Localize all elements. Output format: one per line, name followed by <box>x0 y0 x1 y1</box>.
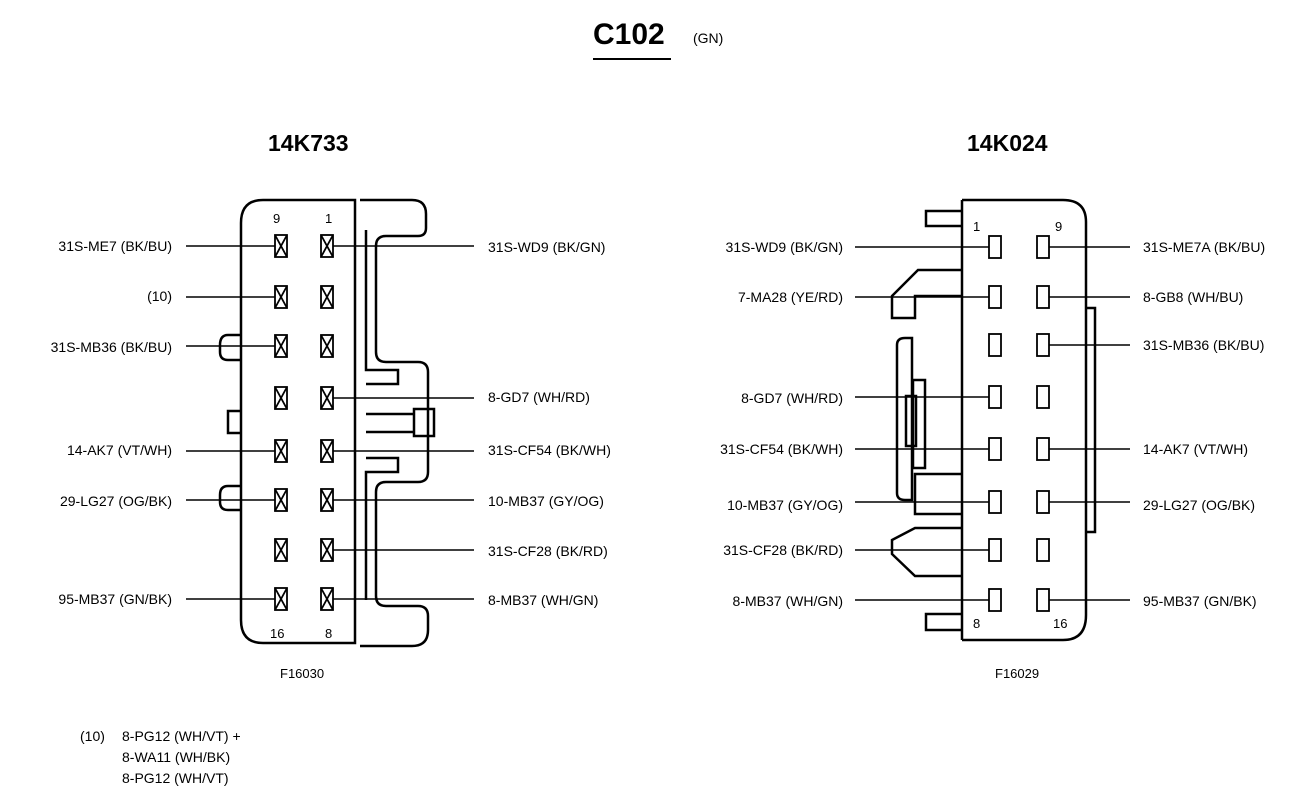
wire-label: 31S-CF54 (BK/WH) <box>720 441 843 457</box>
right-terminal <box>1036 235 1050 259</box>
wire-label: 31S-CF28 (BK/RD) <box>723 542 843 558</box>
wire-label: 31S-WD9 (BK/GN) <box>725 239 843 255</box>
left-terminal <box>274 439 288 463</box>
wire-label: 95-MB37 (GN/BK) <box>1143 593 1257 609</box>
footnote-line: 8-PG12 (WH/VT) + <box>122 728 241 744</box>
wire-label: 8-GB8 (WH/BU) <box>1143 289 1244 305</box>
right-terminal <box>988 588 1002 612</box>
wire-label: 95-MB37 (GN/BK) <box>58 591 172 607</box>
left-connector-latch <box>360 198 430 648</box>
wire-label: 7-MA28 (YE/RD) <box>737 289 843 305</box>
footnote-line: 8-PG12 (WH/VT) <box>122 770 229 786</box>
left-terminal <box>320 587 334 611</box>
wire-label: 10-MB37 (GY/OG) <box>488 493 604 509</box>
left-connector-inner-rib <box>364 230 400 600</box>
left-terminal <box>320 439 334 463</box>
wire-label: 14-AK7 (VT/WH) <box>1143 441 1249 457</box>
left-connector-key <box>412 407 436 438</box>
right-terminal <box>1036 437 1050 461</box>
title-underline <box>593 58 671 60</box>
right-terminal <box>988 538 1002 562</box>
right-pin-number-9: 9 <box>1055 219 1063 234</box>
left-terminal <box>274 285 288 309</box>
left-connector-housing <box>239 198 357 645</box>
right-connector-name: 14K024 <box>967 130 1048 156</box>
wire-label: 8-GD7 (WH/RD) <box>488 389 590 405</box>
right-terminal <box>988 333 1002 357</box>
right-connector-housing <box>962 198 1088 642</box>
left-terminal <box>320 285 334 309</box>
right-terminal <box>1036 385 1050 409</box>
footnote-key: (10) <box>80 728 105 744</box>
left-terminal <box>274 587 288 611</box>
left-terminal <box>320 538 334 562</box>
left-pin-number-8: 8 <box>325 626 333 641</box>
left-pin-number-16: 16 <box>270 626 285 641</box>
wire-label: 31S-WD9 (BK/GN) <box>488 239 606 255</box>
wire-label: 8-GD7 (WH/RD) <box>741 390 843 406</box>
right-pin-number-8: 8 <box>973 616 981 631</box>
right-side-rail <box>1086 306 1097 534</box>
wire-label: 31S-ME7 (BK/BU) <box>58 238 172 254</box>
left-terminal <box>274 334 288 358</box>
right-connector-key <box>904 394 918 448</box>
left-terminal <box>320 334 334 358</box>
wire-label: 10-MB37 (GY/OG) <box>727 497 843 513</box>
connector-color-code: (GN) <box>693 30 724 46</box>
wire-label: 31S-MB36 (BK/BU) <box>50 339 172 355</box>
left-figure-number: F16030 <box>280 666 325 681</box>
left-side-bump-2 <box>226 409 241 435</box>
right-terminal <box>1036 285 1050 309</box>
right-terminal <box>1036 588 1050 612</box>
right-terminal <box>1036 333 1050 357</box>
wire-label: 31S-MB36 (BK/BU) <box>1143 337 1265 353</box>
left-terminal <box>320 234 334 258</box>
wire-label: (10) <box>147 288 172 304</box>
wire-label: 14-AK7 (VT/WH) <box>66 442 172 458</box>
left-pin-number-9: 9 <box>273 211 281 226</box>
right-terminal <box>988 385 1002 409</box>
left-terminal <box>320 488 334 512</box>
left-side-bump-3 <box>218 484 241 512</box>
left-terminal <box>274 386 288 410</box>
left-terminal <box>274 234 288 258</box>
left-side-bump-1 <box>218 333 241 362</box>
right-terminal <box>988 285 1002 309</box>
right-pin-number-1: 1 <box>973 219 981 234</box>
right-terminal <box>988 490 1002 514</box>
left-terminal <box>274 488 288 512</box>
right-terminal <box>988 437 1002 461</box>
wire-label: 29-LG27 (OG/BK) <box>59 493 172 509</box>
wire-label: 8-MB37 (WH/GN) <box>488 592 599 608</box>
right-terminal <box>1036 538 1050 562</box>
right-connector-outer-frame <box>890 209 962 632</box>
wire-label: 31S-ME7A (BK/BU) <box>1143 239 1266 255</box>
wire-label: 8-MB37 (WH/GN) <box>732 593 843 609</box>
right-figure-number: F16029 <box>995 666 1040 681</box>
wire-label: 29-LG27 (OG/BK) <box>1143 497 1256 513</box>
wire-label: 31S-CF54 (BK/WH) <box>488 442 611 458</box>
right-connector-latch <box>895 336 914 502</box>
right-terminal <box>988 235 1002 259</box>
right-pin-number-16: 16 <box>1053 616 1068 631</box>
left-pin-number-1: 1 <box>325 211 333 226</box>
left-connector-name: 14K733 <box>268 130 349 156</box>
left-terminal <box>320 386 334 410</box>
diagram-title: C102 <box>593 18 665 51</box>
left-terminal <box>274 538 288 562</box>
footnote-line: 8-WA11 (WH/BK) <box>122 749 231 765</box>
wire-label: 31S-CF28 (BK/RD) <box>488 543 608 559</box>
right-terminal <box>1036 490 1050 514</box>
